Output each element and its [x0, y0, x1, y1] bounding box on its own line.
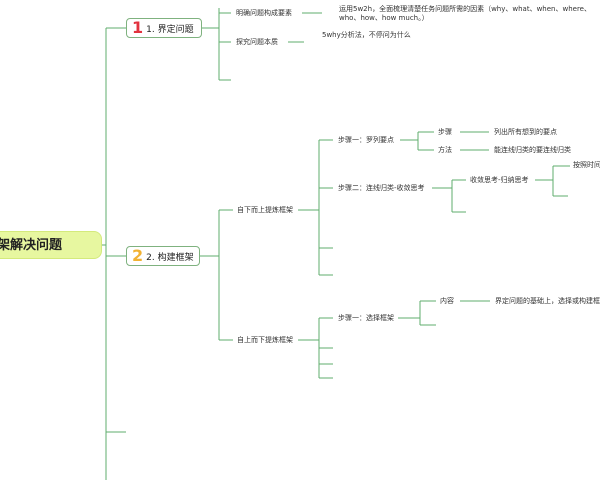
node-problem-elements[interactable]: 明确问题构成要素: [236, 9, 292, 17]
node-content[interactable]: 内容: [440, 297, 454, 305]
number-badge-1: 1: [132, 18, 144, 37]
node-bottom-up[interactable]: 自下而上提炼框架: [237, 206, 293, 214]
branch-define-problem-label: 1. 界定问题: [146, 24, 194, 35]
node-steps[interactable]: 步骤: [438, 128, 452, 136]
node-step2-converge[interactable]: 步骤二：连线归类-收敛思考: [338, 184, 425, 192]
node-converge-induce[interactable]: 收敛思考-归纳思考: [470, 176, 529, 184]
branch-define-problem[interactable]: 1 1. 界定问题: [126, 18, 202, 38]
node-method[interactable]: 方法: [438, 146, 452, 154]
note-connect-classify: 能连线归类的要连线归类: [494, 146, 571, 154]
branch-build-framework-label: 2. 构建框架: [146, 252, 194, 263]
note-choose-framework: 界定问题的基础上，选择或构建框架: [495, 297, 600, 305]
note-list-points: 列出所有想到的要点: [494, 128, 557, 136]
root-label: 架解决问题: [0, 238, 63, 253]
node-by-time[interactable]: 按照时间: [573, 161, 600, 169]
branch-build-framework[interactable]: 2 2. 构建框架: [126, 246, 200, 266]
node-step1-list[interactable]: 步骤一：罗列要点: [338, 136, 394, 144]
node-top-down[interactable]: 自上而下提炼框架: [237, 336, 293, 344]
node-problem-essence[interactable]: 探究问题本质: [236, 38, 278, 46]
node-step1-choose[interactable]: 步骤一：选择框架: [338, 314, 394, 322]
note-5w2h: 运用5w2h，全面梳理清楚任务问题所需的因素（why、what、when、whe…: [339, 5, 591, 22]
number-badge-2: 2: [132, 246, 144, 265]
note-5why: 5why分析法，不停问为什么: [322, 31, 411, 39]
root-node[interactable]: 架解决问题: [0, 231, 102, 259]
